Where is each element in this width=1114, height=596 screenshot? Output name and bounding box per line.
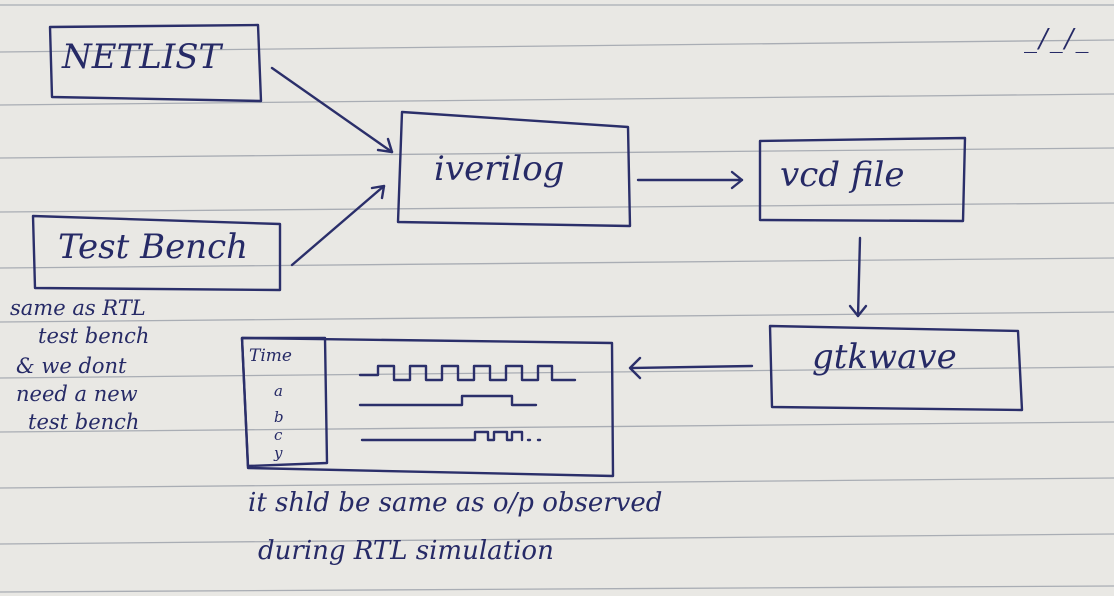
arrow-gtkwave-to-waveform <box>628 356 754 380</box>
waveform-trace-a <box>358 364 577 382</box>
signal-y: y <box>274 444 283 462</box>
gtkwave-label: gtkwave <box>812 337 957 377</box>
netlist-label: NETLIST <box>62 37 222 77</box>
arrow-netlist-to-iverilog <box>270 66 394 154</box>
ruled-lines <box>0 4 1114 593</box>
date-field: _/_/_ <box>1024 24 1091 54</box>
note-line: same as RTL <box>10 296 146 320</box>
gtkwave-box <box>768 324 1024 412</box>
iverilog-box <box>396 110 632 228</box>
note-line: test bench <box>38 324 150 348</box>
vcd-file-box <box>758 136 967 223</box>
waveform-trace-b <box>358 394 538 407</box>
arrow-vcd-to-gtkwave <box>848 236 868 318</box>
signal-b: b <box>274 408 284 426</box>
testbench-box <box>31 214 282 292</box>
netlist-box <box>48 23 263 103</box>
signal-a: a <box>274 382 283 400</box>
waveform-trace-y <box>360 430 524 442</box>
testbench-label: Test Bench <box>58 227 249 267</box>
note-line: & we dont <box>16 354 127 378</box>
signal-time: Time <box>249 346 292 366</box>
arrow-testbench-to-iverilog <box>290 184 386 267</box>
arrow-iverilog-to-vcd <box>636 170 744 190</box>
waveform-window <box>240 336 615 478</box>
note-line: need a new <box>16 382 138 406</box>
conclusion-line-1: it shld be same as o/p observed <box>248 488 663 518</box>
iverilog-label: iverilog <box>434 149 565 189</box>
conclusion-line-2: during RTL simulation <box>258 536 554 566</box>
vcd-file-label: vcd file <box>780 155 905 195</box>
signal-name-pane <box>240 336 329 468</box>
signal-c: c <box>274 426 283 444</box>
note-line: test bench <box>28 410 140 434</box>
